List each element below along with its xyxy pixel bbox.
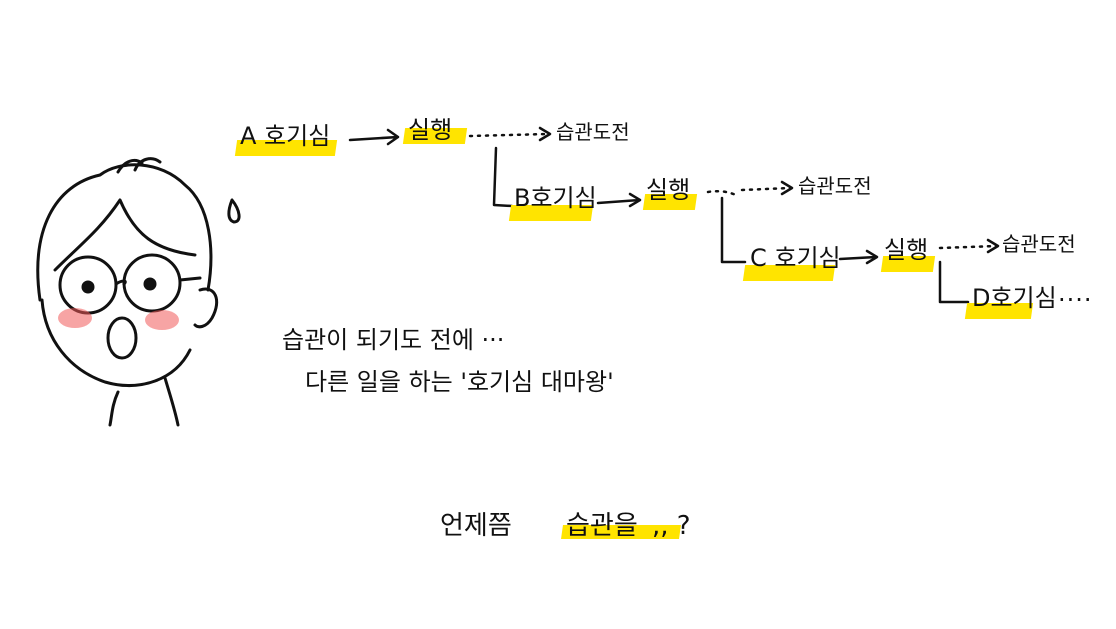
hair-outline — [36, 163, 213, 302]
chain-b-exec: 실행 — [646, 176, 691, 204]
right-blush — [145, 310, 179, 330]
glasses-bridge — [114, 279, 127, 286]
chain-a-habit: 습관도전 — [556, 120, 630, 144]
neck-right — [163, 376, 180, 427]
left-blush — [58, 308, 92, 328]
fringe — [53, 198, 197, 272]
arrow-b-habit-head — [780, 180, 794, 196]
arrow-a-habit-head — [538, 126, 552, 142]
chain-d-trail: ···· — [1058, 286, 1093, 314]
question-suffix: ,, ? — [652, 511, 691, 541]
chain-a-exec: 실행 — [408, 116, 453, 144]
arrow-b-exec — [596, 192, 642, 208]
surprised-boy-illustration — [36, 157, 241, 427]
branch-c-to-d — [938, 260, 970, 304]
branch-b-to-c — [720, 196, 747, 264]
dotted-arrow-a-habit — [468, 132, 550, 138]
face-outline — [40, 298, 192, 387]
neck-left — [108, 390, 120, 427]
glasses-arm — [178, 276, 202, 282]
arrow-a-exec — [348, 128, 400, 146]
ear — [193, 287, 219, 329]
caption-line-2: 다른 일을 하는 '호기심 대마왕' — [305, 368, 614, 396]
caption-line-1: 습관이 되기도 전에 ··· — [282, 326, 505, 354]
question-highlight: 습관을 — [566, 511, 638, 541]
chain-b-label: B호기심 — [514, 184, 597, 212]
left-eye — [81, 280, 95, 294]
chain-d-label: D호기심 — [972, 284, 1057, 312]
chain-a-label: A 호기심 — [240, 122, 331, 150]
question-prefix: 언제쯤 — [440, 511, 512, 541]
arrow-c-exec — [838, 249, 879, 265]
branch-a-to-b — [492, 146, 514, 208]
dotted-arrow-b-habit — [706, 186, 792, 198]
chain-b-habit: 습관도전 — [798, 174, 872, 198]
chain-c-habit: 습관도전 — [1002, 232, 1076, 256]
chain-c-exec: 실행 — [884, 236, 929, 264]
sweat-drop — [227, 198, 241, 224]
dotted-arrow-c-habit — [938, 244, 998, 250]
right-eye — [143, 277, 157, 291]
hair-strand-2 — [133, 157, 162, 172]
mouth — [106, 316, 138, 360]
arrow-c-habit-head — [986, 238, 1000, 254]
chain-c-label: C 호기심 — [750, 244, 841, 272]
